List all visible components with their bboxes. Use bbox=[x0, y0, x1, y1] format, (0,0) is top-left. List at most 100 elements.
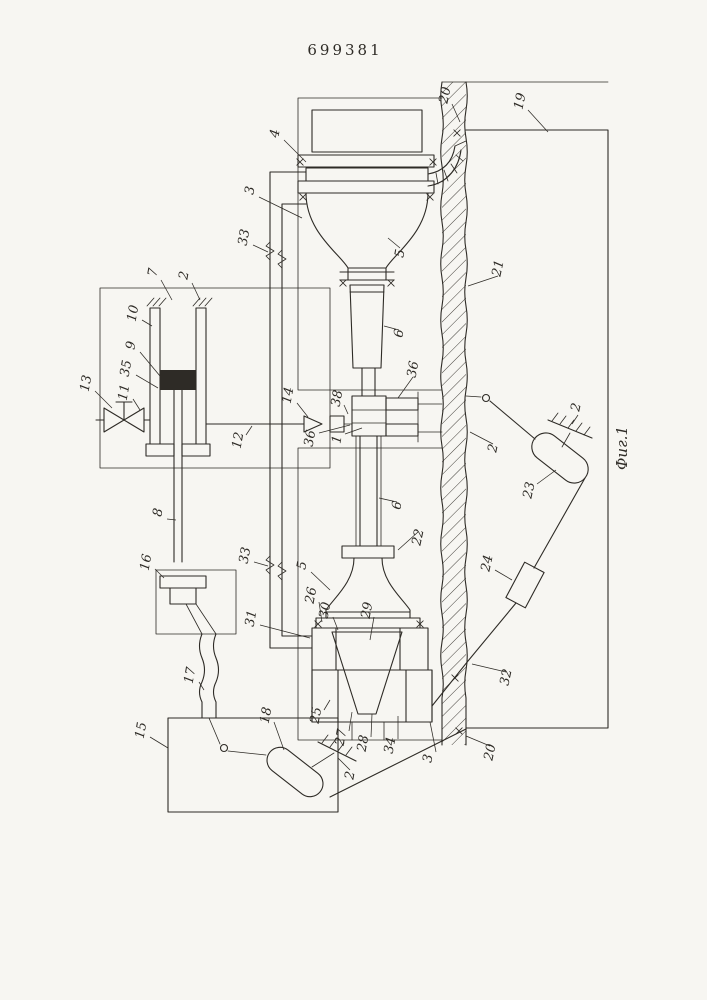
part-label-24: 24 bbox=[478, 554, 496, 574]
part-label-31: 31 bbox=[243, 609, 261, 628]
leader-line bbox=[259, 624, 311, 639]
gland-right bbox=[181, 443, 211, 457]
housing-top-plate bbox=[315, 617, 421, 629]
bracket-hose-links bbox=[185, 603, 217, 635]
part-label-15: 15 bbox=[133, 721, 151, 740]
part-label-2: 2 bbox=[176, 270, 192, 282]
leader-line bbox=[245, 425, 253, 436]
part-label-18: 18 bbox=[258, 706, 276, 725]
part-label-36: 36 bbox=[405, 360, 423, 379]
part-label-27: 27 bbox=[333, 727, 351, 748]
leader-line bbox=[166, 518, 177, 521]
part-label-19: 19 bbox=[512, 92, 530, 111]
weld-marks bbox=[296, 129, 463, 735]
leader-line bbox=[451, 103, 461, 123]
bottom-housing bbox=[311, 617, 433, 741]
bracket-box bbox=[155, 569, 237, 635]
bearing-block-lower bbox=[385, 423, 419, 437]
cylinder-box-outline bbox=[99, 287, 331, 469]
leader-line bbox=[296, 402, 309, 418]
leader-line bbox=[429, 721, 437, 753]
part-label-33: 33 bbox=[237, 546, 255, 565]
part-label-6: 6 bbox=[389, 500, 405, 511]
leader-line bbox=[536, 469, 557, 485]
damper-stem-left bbox=[311, 752, 335, 768]
leader-line bbox=[323, 699, 331, 711]
bracket-foot bbox=[169, 587, 197, 605]
foundation-wall bbox=[440, 81, 609, 746]
leader-line bbox=[383, 325, 400, 331]
leader-line bbox=[397, 376, 414, 399]
leader-line bbox=[332, 616, 339, 631]
leader-line bbox=[397, 531, 419, 551]
top-hose bbox=[427, 140, 467, 187]
leader-line bbox=[318, 601, 323, 623]
wall-hatching bbox=[442, 82, 466, 745]
leader-line bbox=[94, 390, 113, 409]
flange-plate-1 bbox=[297, 154, 435, 168]
cylinder-wall-left bbox=[149, 307, 161, 445]
chain-link-1 bbox=[489, 400, 536, 440]
hose-ticks bbox=[435, 140, 467, 185]
valve-symbol bbox=[95, 401, 151, 433]
motor-body bbox=[311, 109, 423, 153]
part-label-6: 6 bbox=[391, 328, 407, 339]
circuit-diagonal bbox=[329, 728, 467, 798]
bearing-assembly bbox=[351, 367, 443, 443]
rod-bracket bbox=[155, 569, 237, 635]
ground-ticks-right bbox=[551, 412, 591, 436]
leader-line bbox=[273, 721, 285, 751]
piston-rod bbox=[173, 389, 183, 563]
bearing-bracket bbox=[417, 391, 443, 443]
part-label-26: 26 bbox=[303, 586, 321, 606]
lower-chamber-outline bbox=[297, 447, 443, 741]
part-label-2: 2 bbox=[342, 770, 358, 782]
base-right-hatch bbox=[405, 669, 433, 723]
ground-line-right bbox=[547, 419, 593, 439]
chamber-enclosures bbox=[297, 97, 443, 741]
joint-circle-left bbox=[219, 743, 229, 753]
wall-edge-right bbox=[464, 81, 468, 746]
part-label-29: 29 bbox=[359, 601, 377, 621]
shaft-neck bbox=[361, 367, 376, 397]
leader-line bbox=[571, 414, 579, 425]
leader-line bbox=[132, 398, 141, 411]
flange-plate-2 bbox=[305, 167, 429, 182]
leader-line bbox=[369, 616, 375, 641]
part-label-35: 35 bbox=[118, 359, 136, 378]
part-label-20: 20 bbox=[481, 743, 499, 763]
part-label-16: 16 bbox=[138, 553, 156, 572]
ground-ticks-left bbox=[321, 734, 353, 756]
part-label-2: 2 bbox=[568, 402, 585, 414]
part-label-23: 23 bbox=[520, 481, 538, 501]
hose-curves bbox=[427, 145, 462, 187]
housing-right-block bbox=[399, 627, 429, 671]
part-label-30: 30 bbox=[317, 601, 335, 620]
damper-unit-right bbox=[431, 393, 593, 707]
leader-line bbox=[465, 735, 491, 747]
part-label-13: 13 bbox=[78, 374, 96, 393]
flexible-hose bbox=[198, 633, 220, 719]
leader-line bbox=[318, 424, 351, 434]
leader-line bbox=[139, 351, 161, 377]
ground-line-left bbox=[317, 741, 357, 762]
leader-line bbox=[337, 757, 351, 771]
hose-fork bbox=[208, 717, 221, 745]
part-label-34: 34 bbox=[382, 736, 400, 755]
bracket-plate bbox=[159, 575, 207, 589]
part-label-32: 32 bbox=[498, 668, 516, 687]
base-stubs bbox=[351, 721, 385, 741]
upper-bell-funnel bbox=[305, 192, 429, 281]
part-label-9: 9 bbox=[123, 340, 139, 351]
leader-line bbox=[494, 569, 513, 581]
drive-motor bbox=[297, 109, 435, 194]
part-label-12: 12 bbox=[230, 431, 248, 450]
part-label-33: 33 bbox=[236, 228, 254, 247]
pipe-break-marks bbox=[265, 241, 287, 581]
part-label-5: 5 bbox=[392, 248, 408, 259]
part-label-11: 11 bbox=[116, 383, 134, 402]
part-label-28: 28 bbox=[355, 734, 373, 754]
leader-line bbox=[343, 404, 349, 415]
